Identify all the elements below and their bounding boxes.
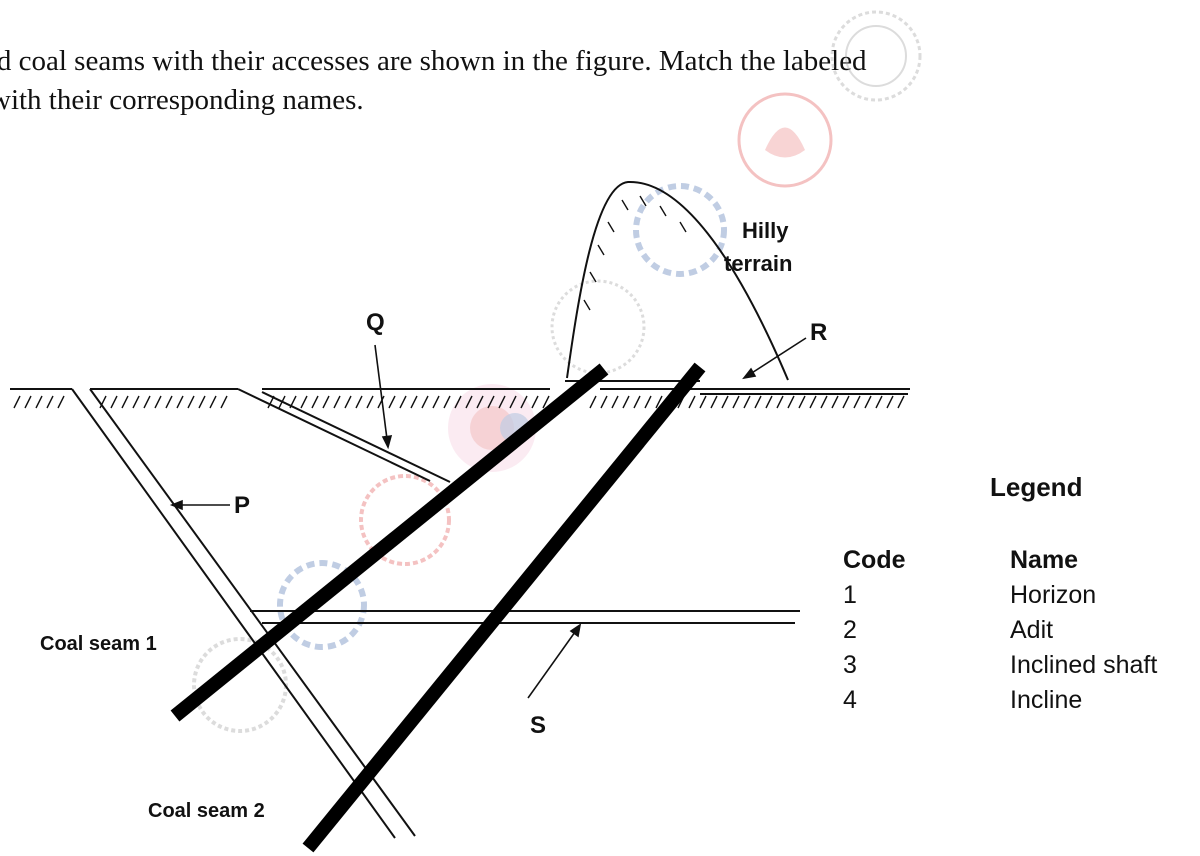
ground-surface xyxy=(10,380,910,395)
watermark-seal-top xyxy=(830,10,922,102)
legend-title: Legend xyxy=(990,472,1082,502)
label-hilly-line-1: Hilly xyxy=(742,218,789,243)
label-coal-seam-1: Coal seam 1 xyxy=(40,633,157,655)
watermark-emblem-red xyxy=(737,92,833,188)
legend-code-header: Code xyxy=(843,546,906,574)
access-P xyxy=(71,388,416,839)
question-text-line-1: ed coal seams with their accesses are sh… xyxy=(0,45,867,77)
legend-rows: 1 Horizon 2 Adit 3 Inclined shaft 4 Incline xyxy=(843,581,1157,714)
access-S xyxy=(250,610,800,624)
coal-seam-1 xyxy=(170,363,609,722)
hilly-terrain-hatching xyxy=(583,195,687,311)
label-Q: Q xyxy=(366,309,385,336)
label-coal-seam-2: Coal seam 2 xyxy=(148,800,265,822)
legend-code-3: 3 xyxy=(843,651,857,679)
legend-name-3: Inclined shaft xyxy=(1010,651,1157,679)
label-hilly-line-2: terrain xyxy=(724,251,792,276)
leader-Q xyxy=(374,344,389,448)
legend-name-1: Horizon xyxy=(1010,581,1096,609)
legend: Legend Code Name 1 Horizon 2 Adit 3 Inclined … xyxy=(843,472,1157,714)
question-text-line-2: with their corresponding names. xyxy=(0,84,364,116)
watermark-gear xyxy=(633,183,727,277)
label-R: R xyxy=(810,319,827,346)
legend-name-2: Adit xyxy=(1010,616,1053,644)
legend-code-4: 4 xyxy=(843,686,857,714)
watermark-seal-red xyxy=(359,474,451,566)
watermark-gear-blue xyxy=(277,560,367,650)
legend-code-1: 1 xyxy=(843,581,857,609)
label-P: P xyxy=(234,492,250,519)
hilly-terrain xyxy=(566,180,789,381)
label-S: S xyxy=(530,712,546,739)
leader-R xyxy=(743,337,807,379)
leader-S xyxy=(527,624,581,699)
legend-name-header: Name xyxy=(1010,546,1078,574)
access-Q xyxy=(237,388,451,483)
legend-code-2: 2 xyxy=(843,616,857,644)
legend-name-4: Incline xyxy=(1010,686,1082,714)
coal-seam-2 xyxy=(302,362,706,853)
leader-arrows xyxy=(169,337,807,699)
